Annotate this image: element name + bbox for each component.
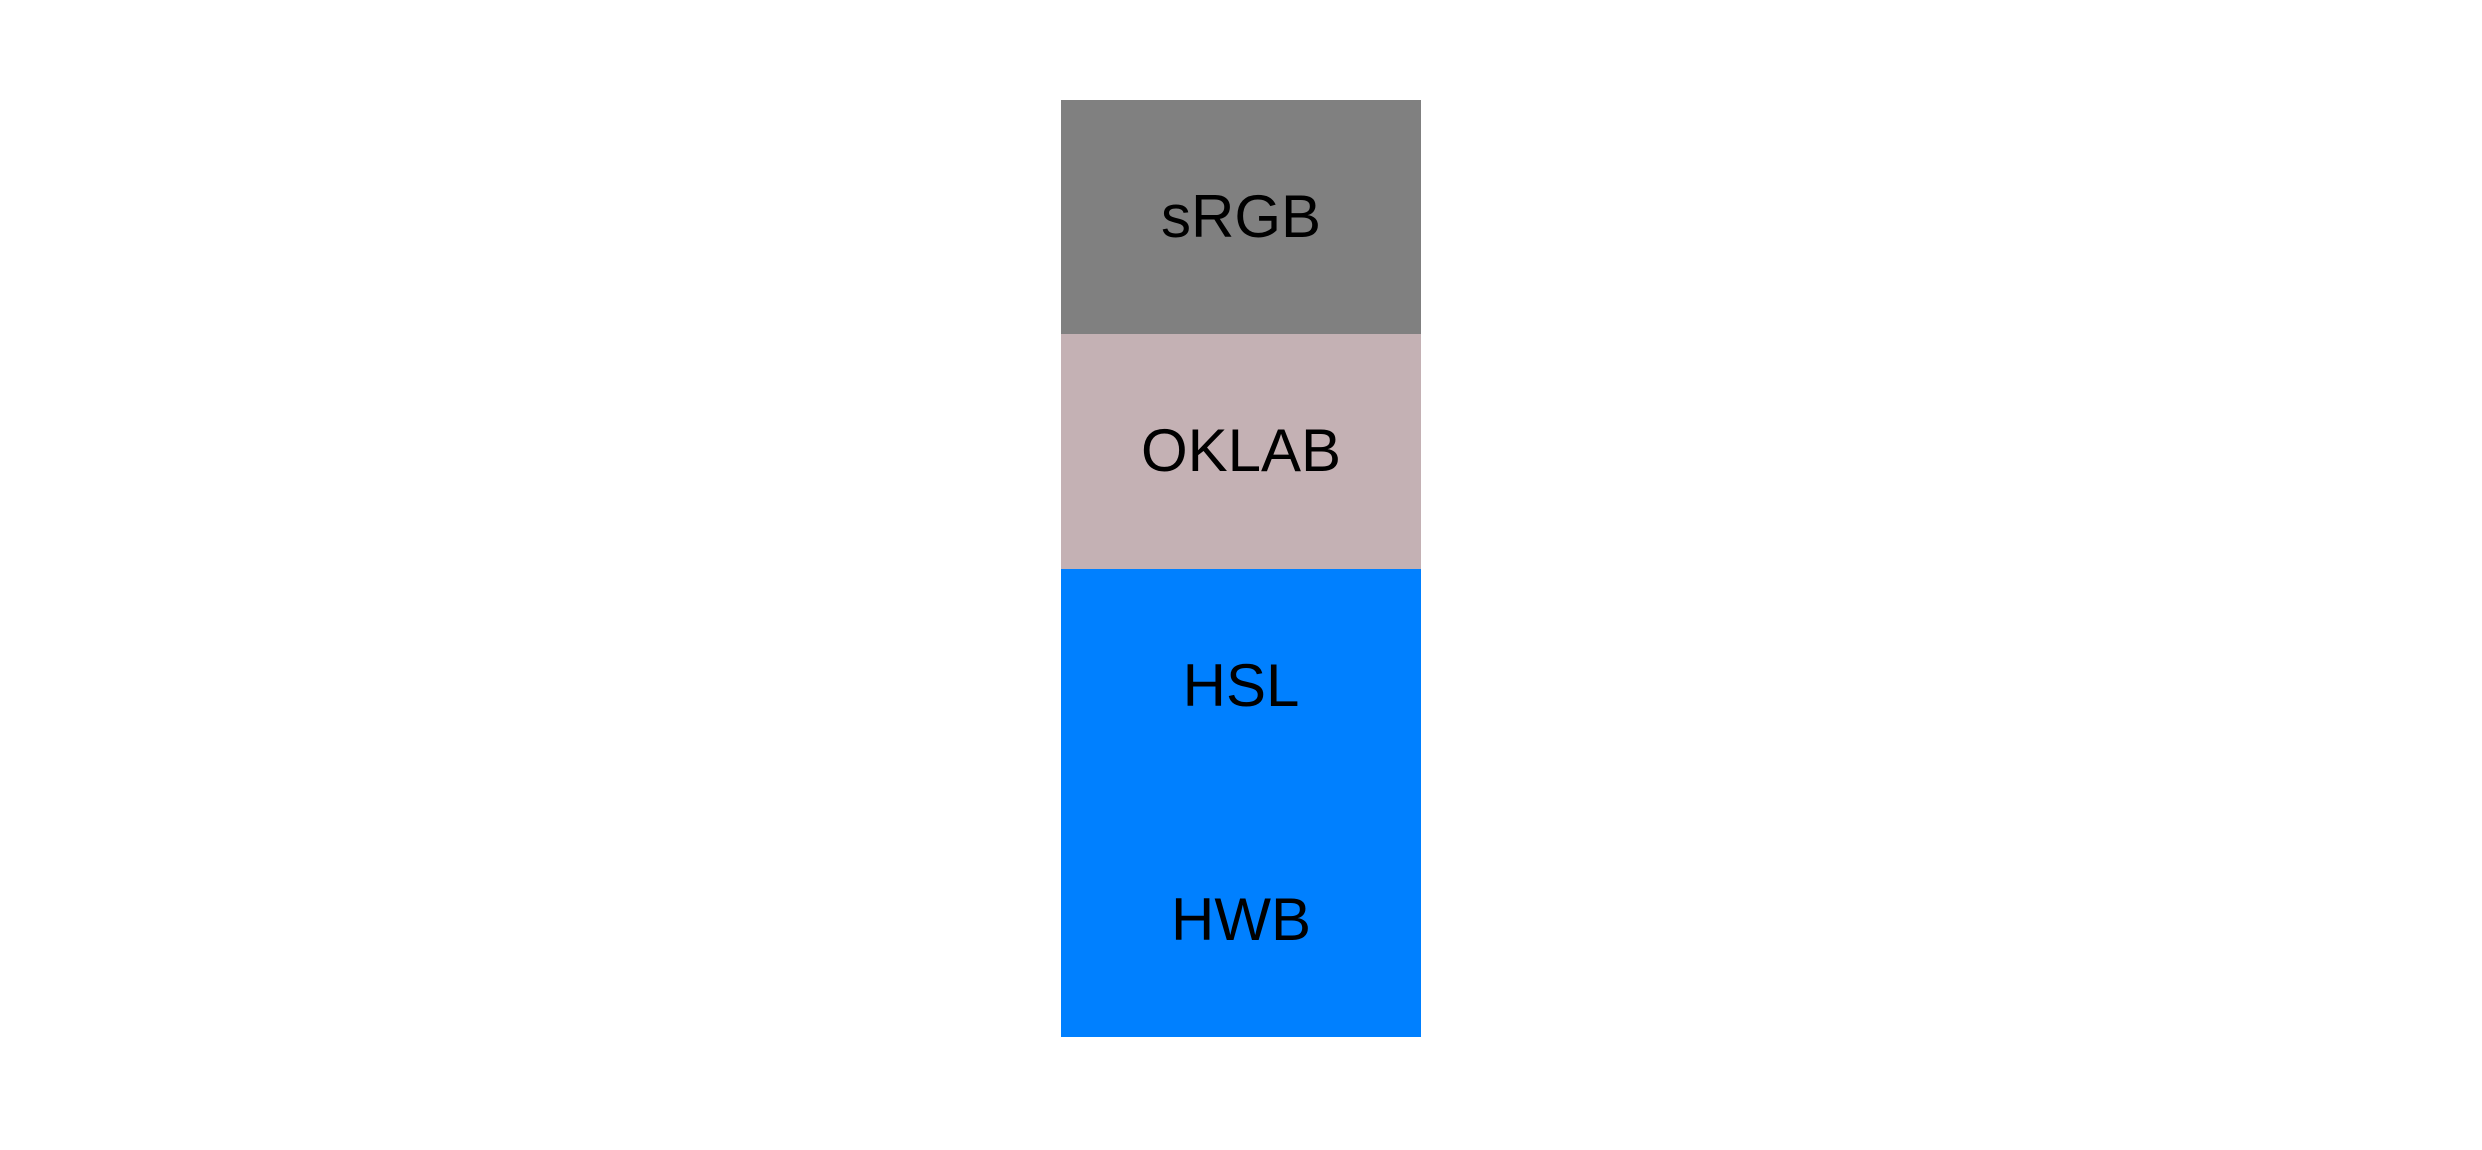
swatch-label-hwb: HWB bbox=[1171, 885, 1311, 953]
swatch-hwb: HWB bbox=[1061, 802, 1421, 1037]
swatch-srgb: sRGB bbox=[1061, 100, 1421, 335]
swatch-label-oklab: OKLAB bbox=[1140, 417, 1342, 485]
swatch-hsl: HSL bbox=[1061, 568, 1421, 803]
swatch-label-hsl: HSL bbox=[1182, 651, 1300, 719]
swatch-oklab: OKLAB bbox=[1061, 334, 1421, 569]
swatch-label-srgb: sRGB bbox=[1160, 183, 1322, 251]
color-space-swatch-stack: sRGB OKLAB HSL HWB bbox=[1061, 100, 1421, 1037]
